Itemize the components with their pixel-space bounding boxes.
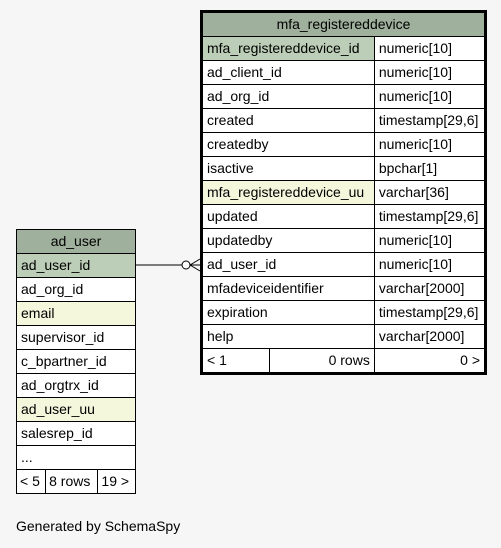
column-type: varchar[2000] xyxy=(373,324,487,349)
child-count[interactable]: 0 > xyxy=(373,348,487,374)
column-name[interactable]: expiration xyxy=(201,300,375,325)
column-name[interactable]: salesrep_id xyxy=(16,421,136,446)
generator-credit: Generated by SchemaSpy xyxy=(16,518,181,534)
column-type: numeric[10] xyxy=(373,252,487,277)
column-name[interactable]: supervisor_id xyxy=(16,325,136,350)
column-type: varchar[2000] xyxy=(373,276,487,301)
column-row: supervisor_id xyxy=(16,325,136,350)
column-name[interactable]: email xyxy=(16,301,136,326)
main-table-header-row: mfa_registereddevice xyxy=(201,11,486,37)
column-row: ad_user_uu xyxy=(16,397,136,422)
column-name[interactable]: ad_orgtrx_id xyxy=(16,373,136,398)
column-name[interactable]: updated xyxy=(201,204,375,229)
related-table-title[interactable]: ad_user xyxy=(16,229,136,254)
relationship-crowfoot-lower xyxy=(189,264,201,272)
parent-count[interactable]: < 5 xyxy=(15,469,47,494)
column-row: ad_orgtrx_id xyxy=(16,373,136,398)
column-name[interactable]: mfa_registereddevice_uu xyxy=(201,180,375,205)
child-count[interactable]: 19 > xyxy=(97,469,136,494)
column-name[interactable]: ad_user_id xyxy=(201,252,375,277)
main-entity-table: mfa_registereddevice mfa_registereddevic… xyxy=(200,10,487,375)
relationship-zero-marker xyxy=(181,260,191,270)
column-row: email xyxy=(16,301,136,326)
column-name[interactable]: updatedby xyxy=(201,228,375,253)
column-name[interactable]: isactive xyxy=(201,156,375,181)
row-count: 0 rows xyxy=(328,352,370,368)
column-name[interactable]: help xyxy=(201,324,375,349)
column-type: varchar[36] xyxy=(373,180,487,205)
column-type: numeric[10] xyxy=(373,228,487,253)
column-name[interactable]: created xyxy=(201,108,375,133)
column-name[interactable]: ad_user_id xyxy=(16,253,136,278)
column-name[interactable]: ad_user_uu xyxy=(16,397,136,422)
column-type: timestamp[29,6] xyxy=(373,300,487,325)
column-row: c_bpartner_id xyxy=(16,349,136,374)
column-row: ad_org_id xyxy=(16,277,136,302)
related-table-header-row: ad_user xyxy=(16,229,136,254)
column-row: ... xyxy=(16,445,136,470)
column-name[interactable]: ad_org_id xyxy=(201,84,375,109)
column-type: timestamp[29,6] xyxy=(373,108,487,133)
column-name[interactable]: mfadeviceidentifier xyxy=(201,276,375,301)
column-name[interactable]: ... xyxy=(16,445,136,470)
parent-count[interactable]: < 1 xyxy=(203,349,270,372)
column-type: numeric[10] xyxy=(373,60,487,85)
column-name[interactable]: ad_org_id xyxy=(16,277,136,302)
column-name[interactable]: c_bpartner_id xyxy=(16,349,136,374)
row-count: 8 rows xyxy=(45,469,99,494)
column-type: numeric[10] xyxy=(373,84,487,109)
column-type: numeric[10] xyxy=(373,36,487,61)
column-row: ad_user_id xyxy=(16,253,136,278)
column-name[interactable]: createdby xyxy=(201,132,375,157)
relationship-crowfoot-upper xyxy=(189,258,201,266)
column-type: numeric[10] xyxy=(373,132,487,157)
column-type: bpchar[1] xyxy=(373,156,487,181)
column-row: salesrep_id xyxy=(16,421,136,446)
column-name[interactable]: ad_client_id xyxy=(201,60,375,85)
main-table-title[interactable]: mfa_registereddevice xyxy=(201,11,486,37)
column-name[interactable]: mfa_registereddevice_id xyxy=(201,36,375,61)
column-type: timestamp[29,6] xyxy=(373,204,487,229)
